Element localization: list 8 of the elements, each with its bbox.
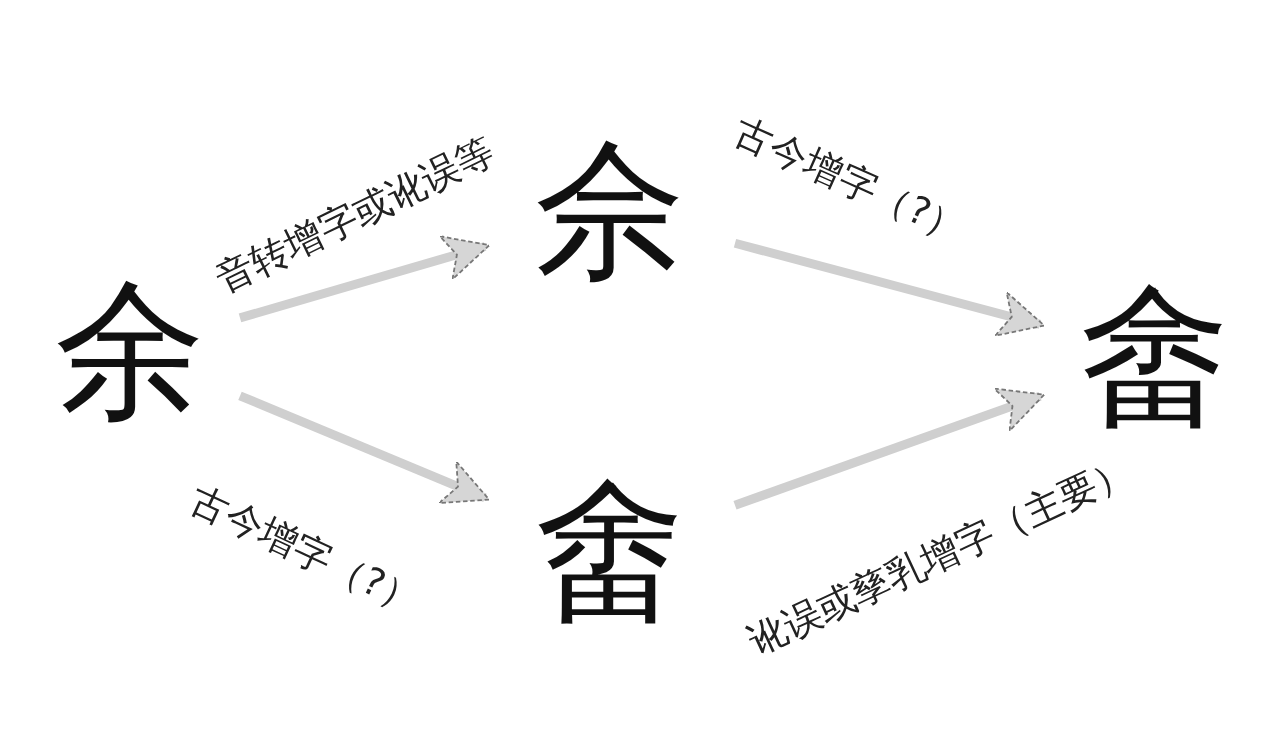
chinese-character: 畬 [535, 475, 685, 625]
chinese-character: 畲 [1080, 280, 1230, 430]
chinese-character: 佘 [535, 135, 685, 285]
chinese-character: 余 [55, 275, 205, 425]
arrow [733, 238, 1046, 337]
arrow [733, 387, 1046, 510]
arrow [238, 391, 491, 504]
arrow [238, 235, 491, 323]
